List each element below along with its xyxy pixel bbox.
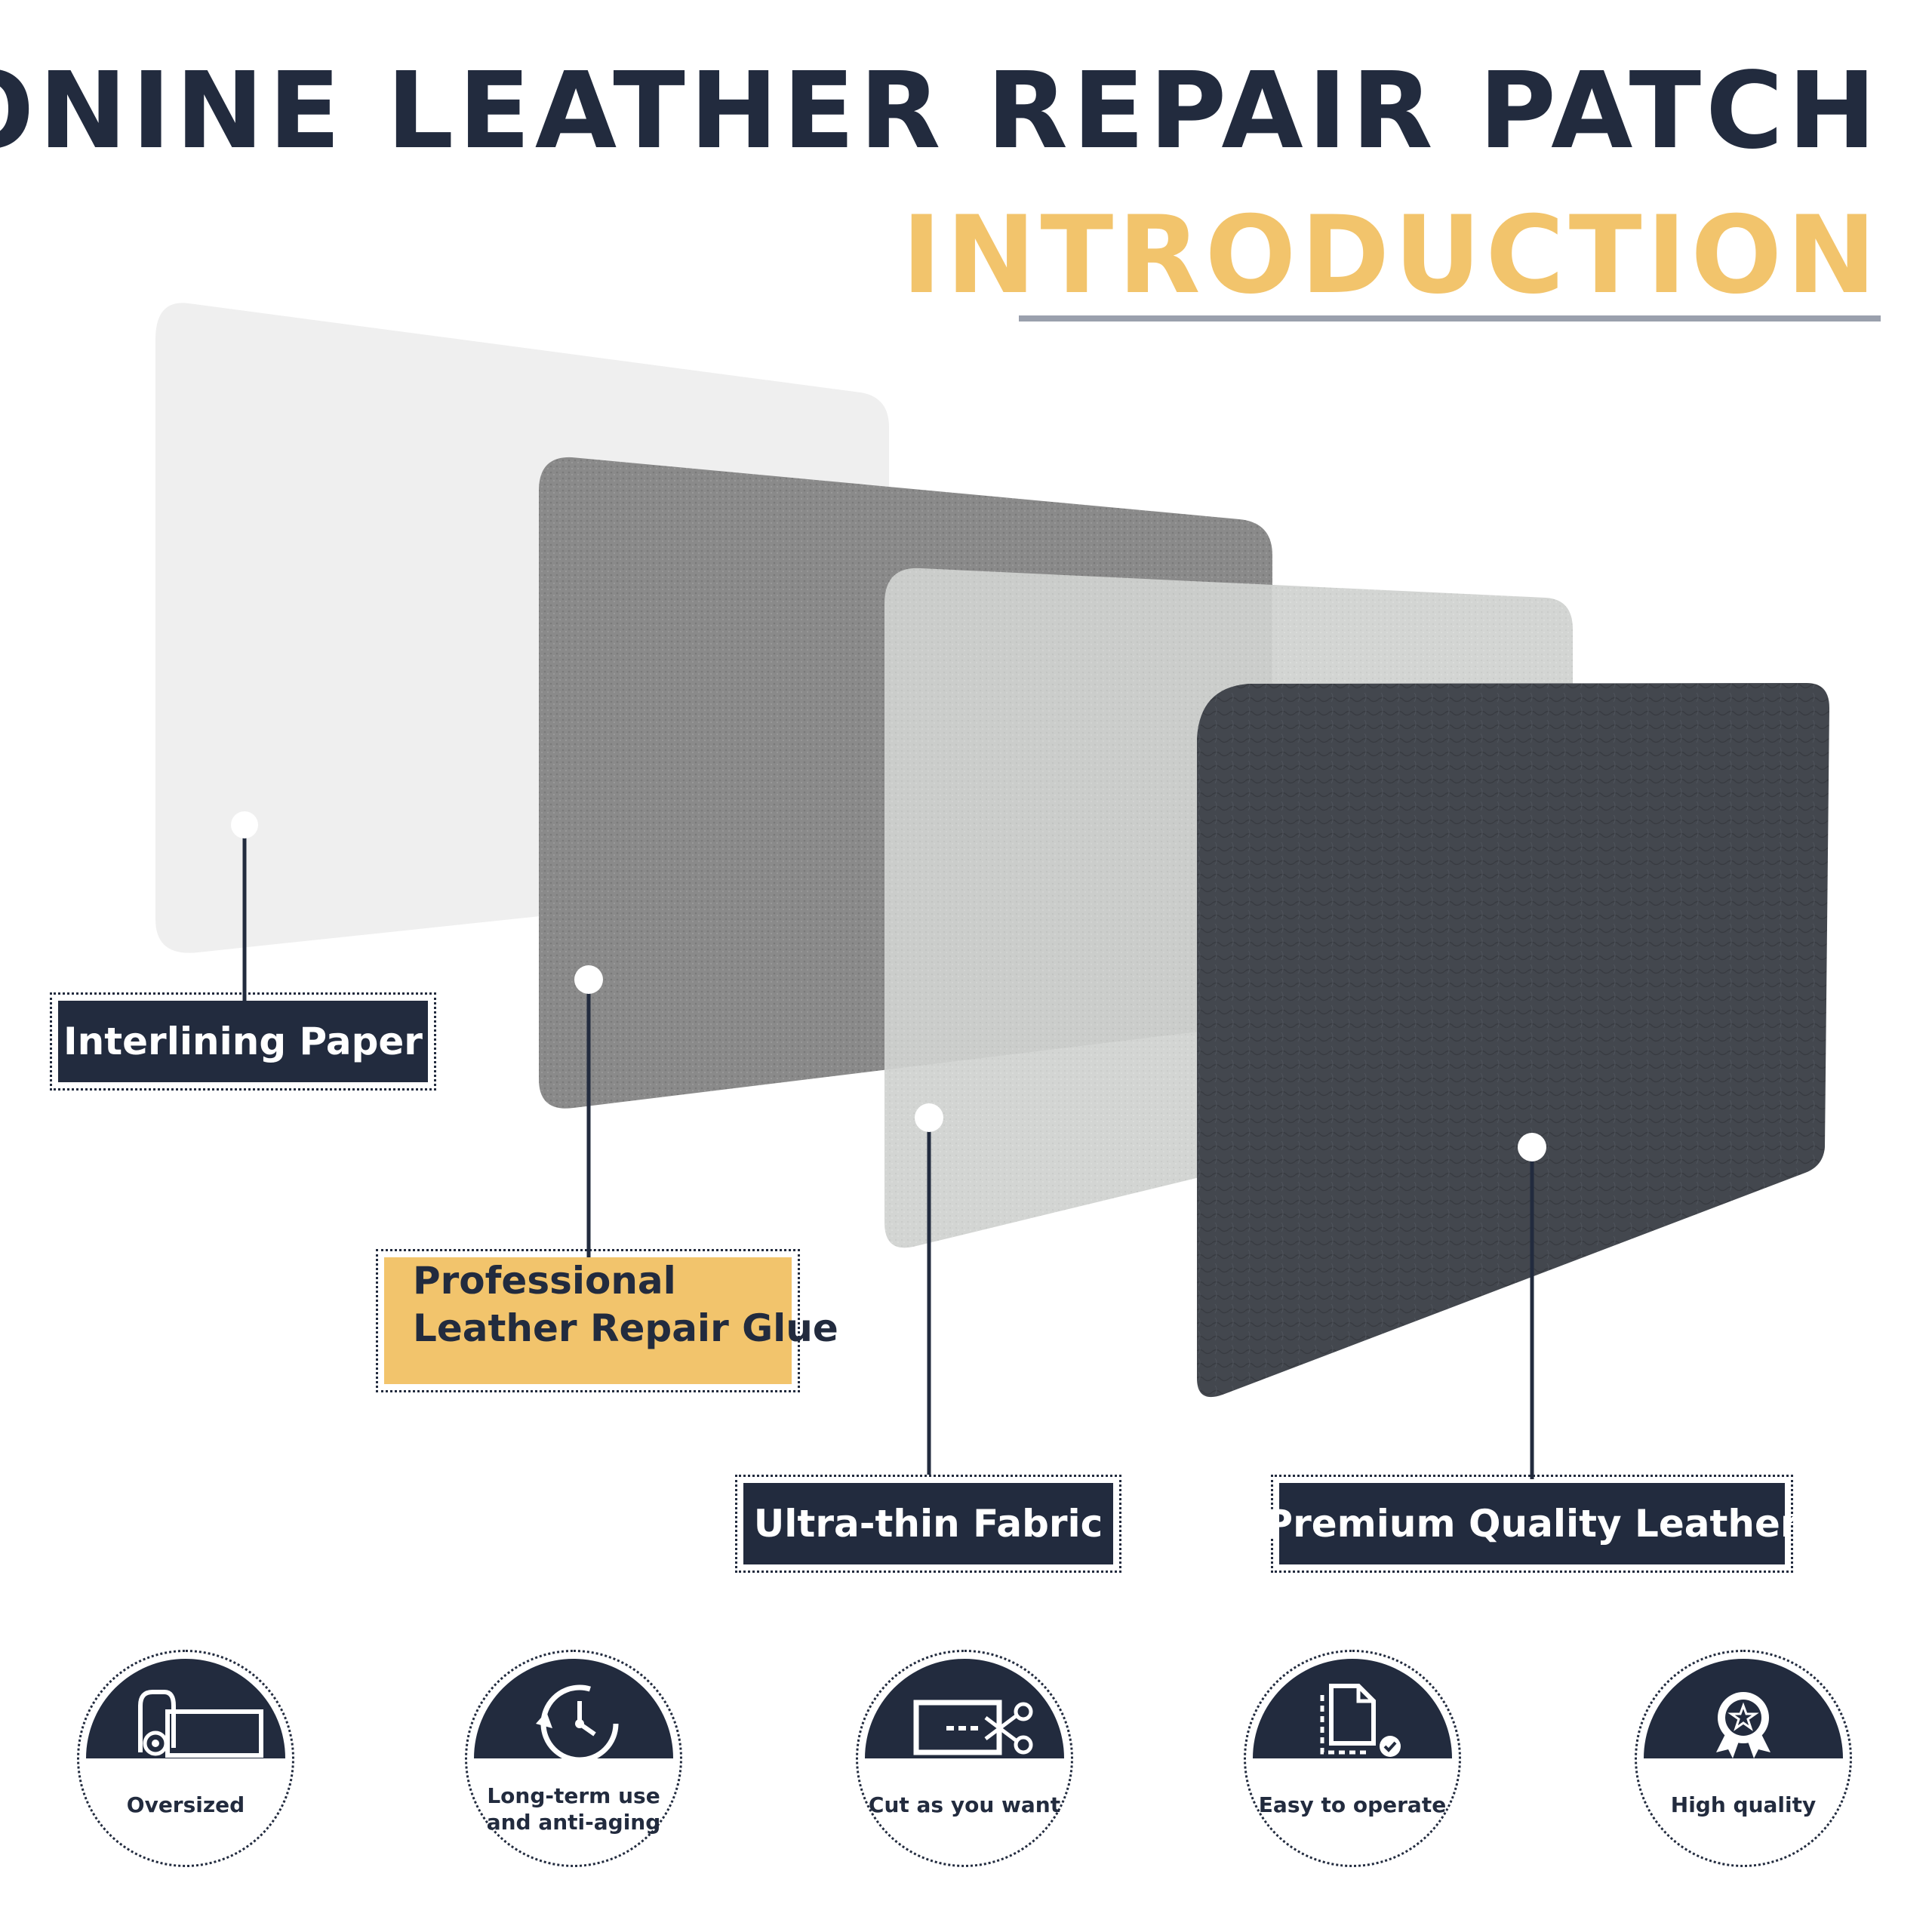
title-underline: [1019, 315, 1881, 321]
rolled-sheet-icon: [138, 1690, 263, 1758]
clock-cycle-icon: [536, 1684, 619, 1758]
marker-dot: [1518, 1133, 1546, 1161]
marker-dot: [231, 811, 258, 838]
document-check-icon: [1320, 1684, 1401, 1757]
label-repair-glue: Professional Leather Repair Glue: [376, 1249, 838, 1392]
label-line-2: Leather Repair Glue: [413, 1306, 838, 1350]
label-text: Ultra-thin Fabric: [743, 1483, 1113, 1564]
page-subtitle: INTRODUCTION: [901, 193, 1881, 318]
label-ultra-thin-fabric: Ultra-thin Fabric: [735, 1475, 1121, 1573]
award-badge-icon: [1716, 1692, 1770, 1758]
feature-label-line-2: and anti-aging: [486, 1810, 661, 1835]
label-interlining-paper: Interlining Paper: [50, 992, 436, 1091]
page-title: ONINE LEATHER REPAIR PATCH: [0, 50, 1881, 173]
feature-label: High quality: [1670, 1792, 1817, 1817]
feature-label: Easy to operate: [1258, 1792, 1447, 1817]
label-text: Interlining Paper: [58, 1001, 428, 1082]
feature-label-line-1: Long-term use: [487, 1783, 660, 1808]
leather-sheet: [1197, 683, 1829, 1398]
label-text: Premium Quality Leather: [1265, 1483, 1799, 1564]
feature-label: Oversized: [126, 1792, 245, 1817]
label-premium-leather: Premium Quality Leather: [1265, 1475, 1799, 1573]
marker-dot: [574, 965, 603, 994]
label-text-block: Professional Leather Repair Glue: [384, 1257, 838, 1384]
feature-oversized: Oversized: [77, 1650, 294, 1867]
feature-label: Cut as you want: [868, 1792, 1061, 1817]
label-line-1: Professional: [413, 1259, 676, 1303]
feature-label-block: Long-term use and anti-aging: [465, 1783, 682, 1835]
feature-easy: Easy to operate: [1244, 1650, 1461, 1867]
feature-quality: High quality: [1635, 1650, 1852, 1867]
feature-long-term: Long-term use and anti-aging: [465, 1650, 682, 1867]
marker-dot: [915, 1103, 943, 1132]
feature-cut: Cut as you want: [856, 1650, 1073, 1867]
scissors-cut-icon: [913, 1700, 1033, 1755]
